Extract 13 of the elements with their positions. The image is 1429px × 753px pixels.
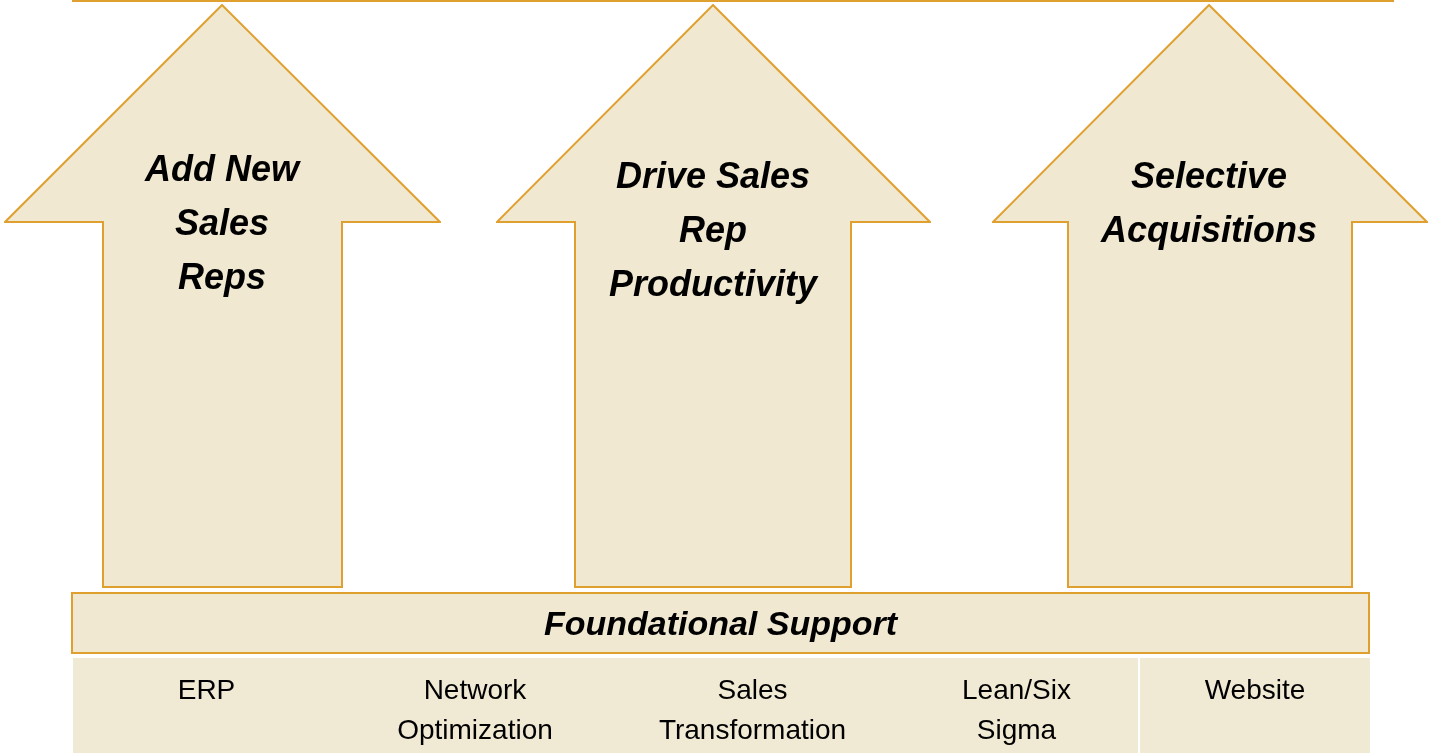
- foundation-bar: [71, 592, 1370, 654]
- arrow-label: Add New Sales Reps: [143, 147, 302, 299]
- category-cell: [73, 658, 340, 753]
- arrow-label: Selective Acquisitions: [1099, 154, 1318, 252]
- category-label: Website: [1203, 673, 1307, 707]
- category-label: ERP: [176, 673, 237, 707]
- category-label: Lean/Six Sigma: [961, 673, 1072, 747]
- category-cell: [1140, 658, 1370, 753]
- foundation-label: Foundational Support: [543, 602, 898, 644]
- category-label: Sales Transformation: [657, 673, 848, 747]
- category-label: Network Optimization: [396, 673, 554, 747]
- category-cell: [895, 658, 1138, 753]
- arrow-label: Drive Sales Rep Productivity: [607, 154, 820, 306]
